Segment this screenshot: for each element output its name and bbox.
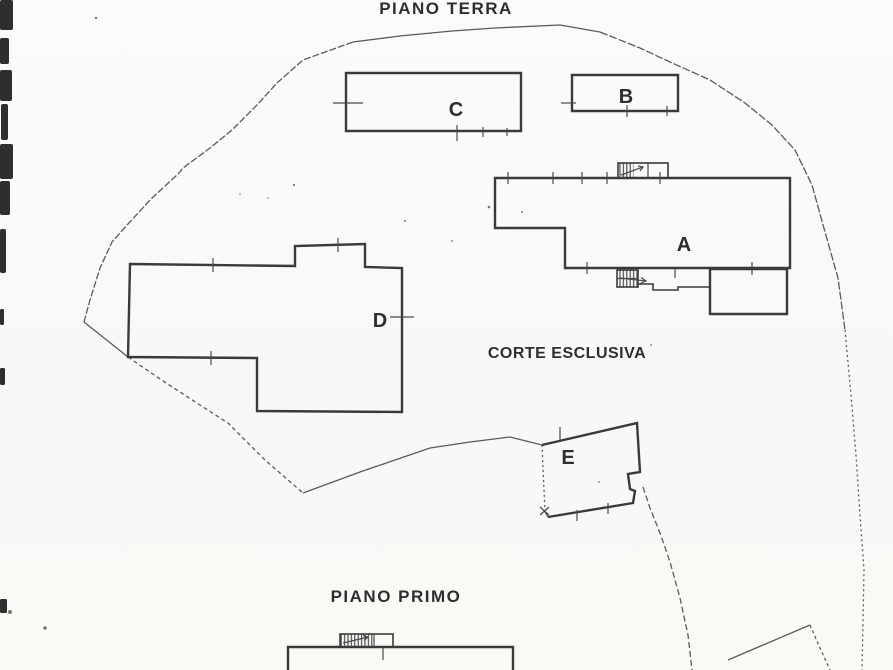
stair-direction-arrow-icon <box>620 166 644 176</box>
boundary-top <box>352 24 601 43</box>
stair-direction-arrow-icon <box>619 277 647 282</box>
building-b-label: B <box>619 86 633 108</box>
boundary-to-e <box>302 436 543 494</box>
building-d-label: D <box>373 310 387 332</box>
building-c-outline <box>333 71 523 141</box>
lower-landing-outline <box>638 283 710 291</box>
stairs-first-floor <box>339 633 394 648</box>
boundary-below-d <box>127 356 304 494</box>
first-floor-building-outline <box>286 633 515 670</box>
boundary-right-upper <box>599 31 846 331</box>
building-e-label: E <box>561 447 574 469</box>
building-a-lower-annex <box>708 267 789 316</box>
stair-hatch <box>340 634 374 647</box>
floor-label-piano-terra: PIANO TERRA <box>379 0 513 18</box>
boundary-e-left-foot <box>544 511 549 518</box>
boundary-left-join <box>83 321 129 358</box>
stair-direction-arrow-icon <box>342 636 369 644</box>
boundary-right-lower <box>844 329 865 670</box>
boundary-bottom-right-rise <box>727 624 811 661</box>
building-d-outline <box>126 238 414 414</box>
stair-hatch <box>618 163 634 178</box>
floor-label-piano-primo: PIANO PRIMO <box>331 587 462 606</box>
boundary-e-left-dashed <box>541 444 546 513</box>
building-c-label: C <box>449 99 463 121</box>
plot-boundary <box>83 24 865 670</box>
scan-specks <box>8 16 652 630</box>
boundary-left-upper <box>83 41 354 323</box>
building-a-label: A <box>677 234 691 256</box>
building-e-outline <box>541 421 642 521</box>
building-b-outline <box>561 73 680 117</box>
stairs-bottom-annex <box>616 269 648 288</box>
boundary-below-e <box>642 486 693 670</box>
courtyard-label: CORTE ESCLUSIVA <box>488 345 646 362</box>
survey-x-mark <box>539 506 550 516</box>
building-a-outline <box>493 162 792 316</box>
boundary-bottom-right-fall <box>809 624 831 670</box>
scan-edge-artifacts <box>0 0 13 613</box>
stairs-top-annex <box>617 162 669 179</box>
